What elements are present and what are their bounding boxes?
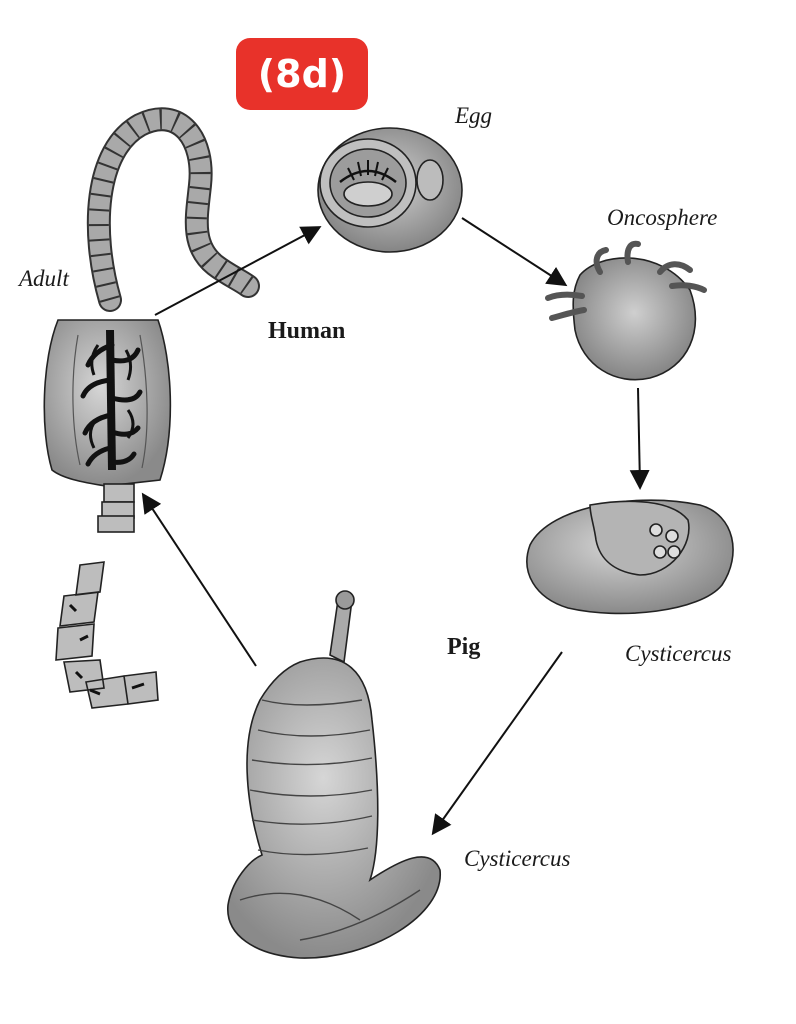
label-cysticercus-2: Cysticercus <box>464 846 571 871</box>
label-pig: Pig <box>447 634 481 660</box>
arrow-egg-to-oncosphere <box>461 217 568 287</box>
figure-badge: (8d) <box>236 38 368 110</box>
cysticercus-in-tissue <box>526 499 734 615</box>
label-adult: Adult <box>19 266 69 291</box>
label-egg: Egg <box>455 103 493 128</box>
arrow-cysticercus-to-evaginated <box>431 651 563 836</box>
cysticercus-evaginated <box>227 590 441 959</box>
adult-tapeworm <box>43 107 260 709</box>
arrows <box>141 217 650 836</box>
egg <box>317 127 463 253</box>
label-human: Human <box>268 318 346 344</box>
label-cysticercus-1: Cysticercus <box>625 641 732 666</box>
arrow-adult-to-egg <box>154 226 322 316</box>
label-oncosphere: Oncosphere <box>607 205 718 230</box>
oncosphere <box>545 240 707 381</box>
arrow-oncosphere-to-cysticercus <box>629 387 650 490</box>
arrow-evaginated-to-adult <box>141 492 257 667</box>
